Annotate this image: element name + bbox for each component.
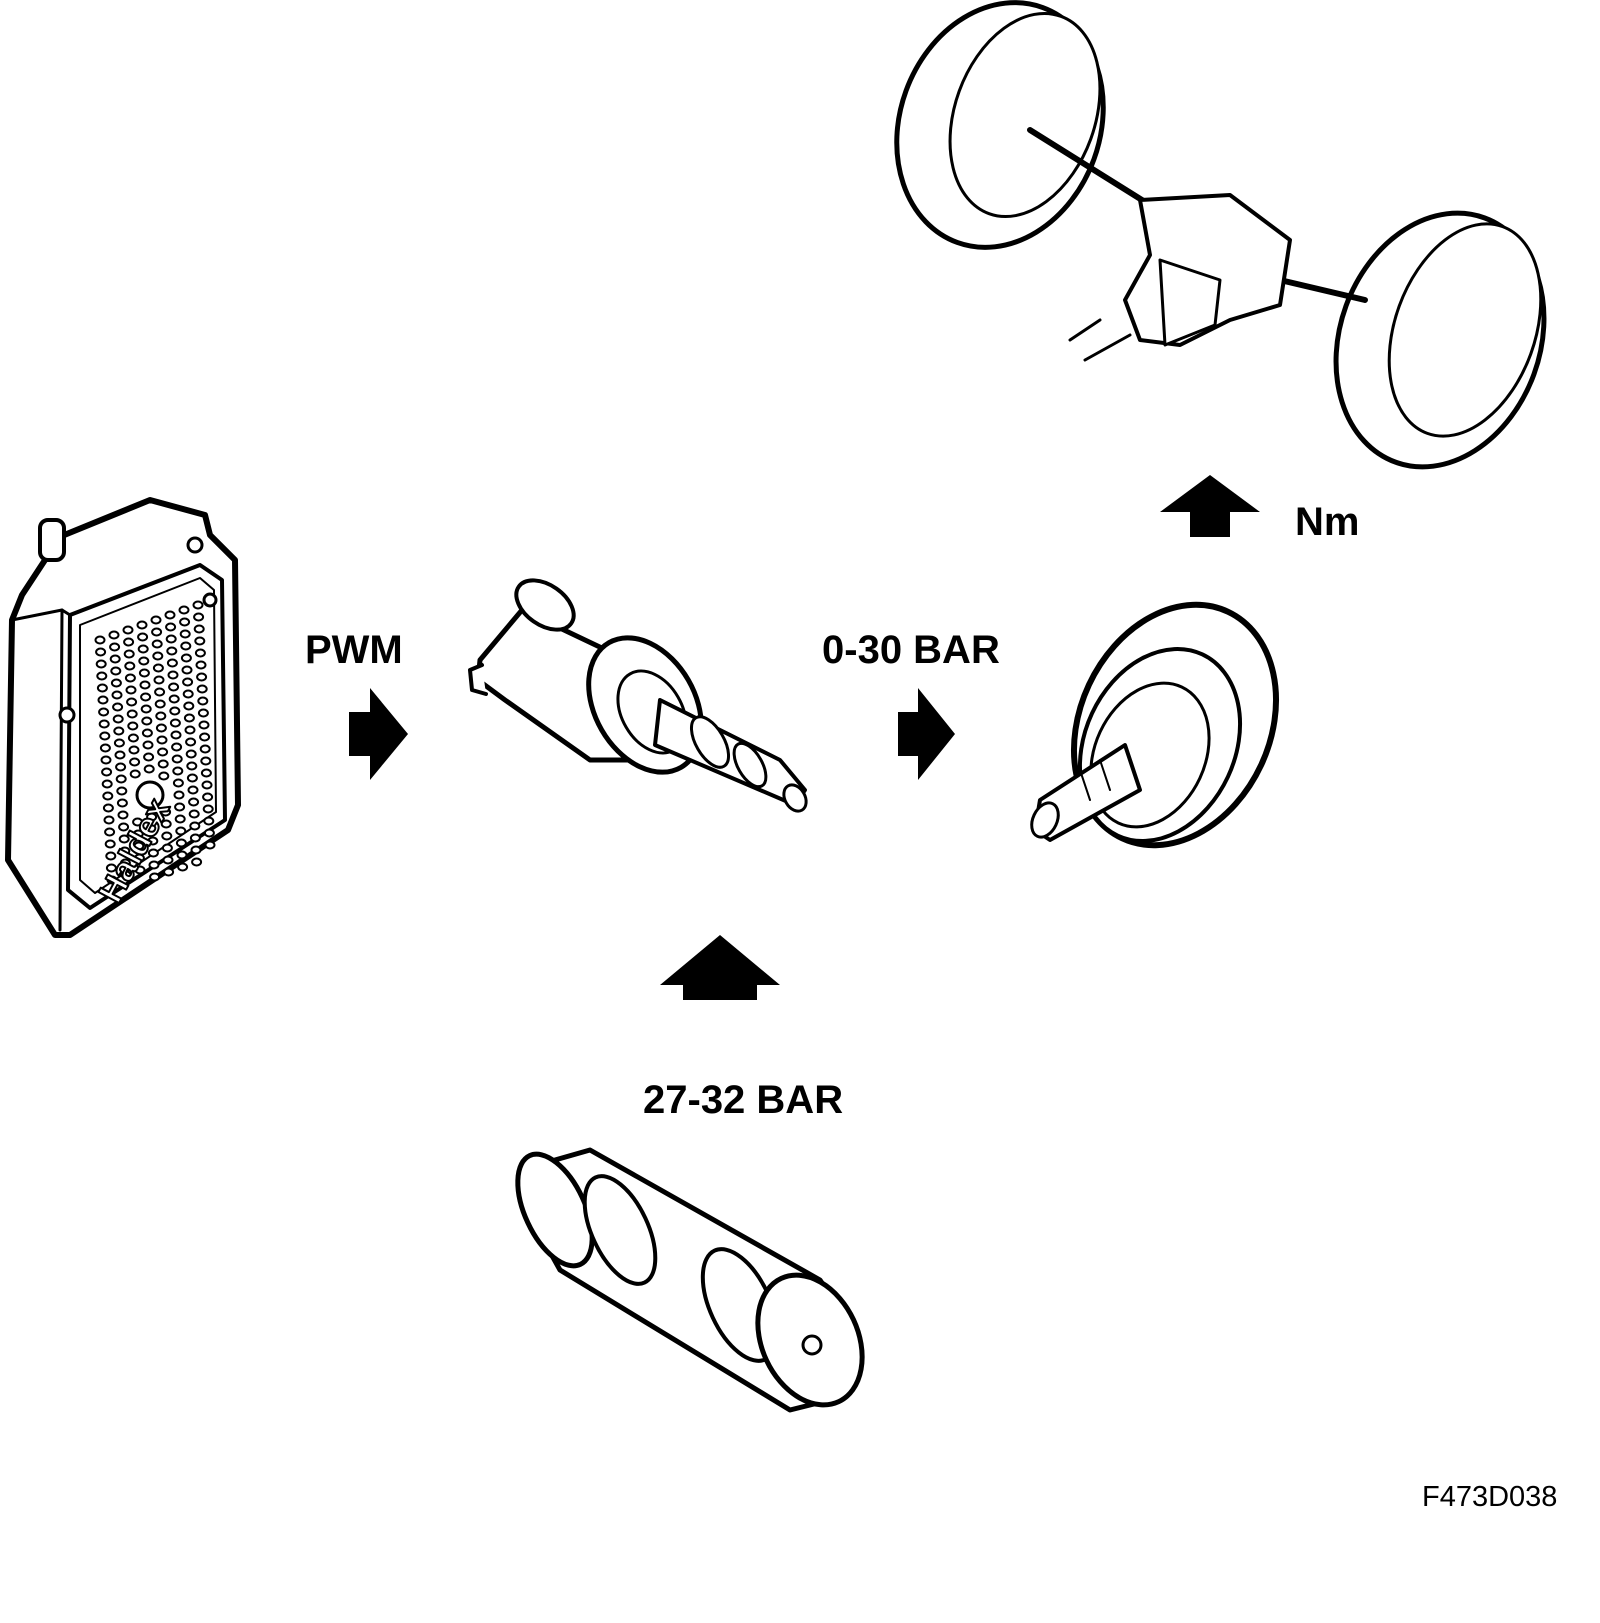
arrow-right-icon — [898, 688, 955, 780]
rear-axle — [894, 0, 1547, 470]
arrow-up-icon — [660, 935, 780, 1000]
arrow-up-icon — [1160, 475, 1260, 537]
vent-holes — [94, 600, 216, 885]
figure-code: F473D038 — [1422, 1481, 1558, 1513]
control-unit: Haldex — [5, 497, 241, 938]
valve-pressure-label: 0-30 BAR — [822, 628, 1000, 672]
clutch-assembly — [1030, 601, 1280, 849]
supply-pressure-label: 27-32 BAR — [643, 1078, 844, 1122]
torque-label: Nm — [1295, 500, 1360, 544]
arrow-right-icon — [349, 688, 408, 780]
pwm-label: PWM — [305, 628, 403, 672]
solenoid-valve — [468, 578, 808, 813]
pump — [515, 1147, 865, 1413]
